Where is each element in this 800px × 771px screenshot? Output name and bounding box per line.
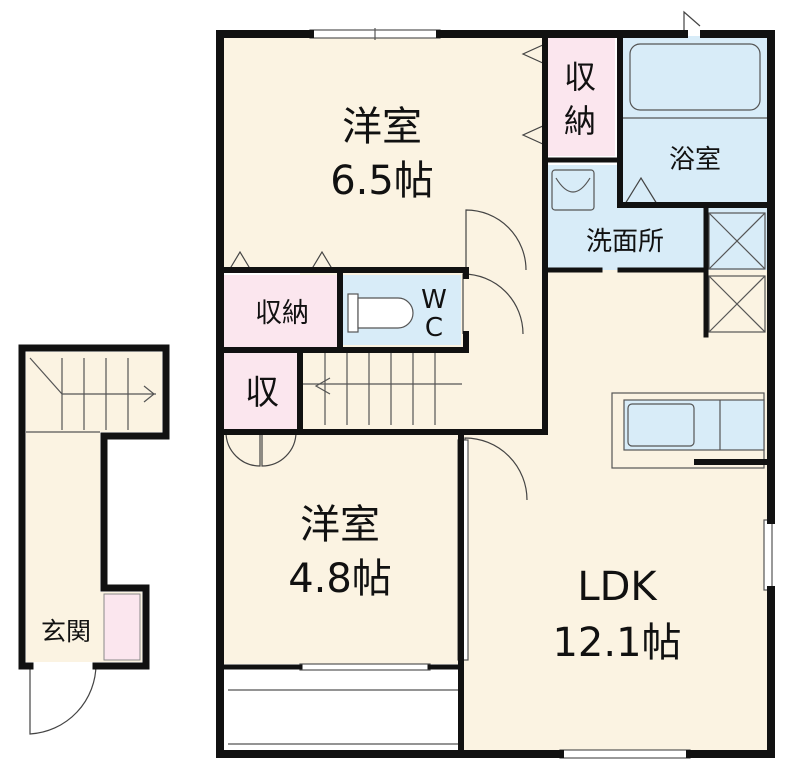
laundry-x-4 <box>708 275 766 333</box>
wall-hall-lower <box>221 267 548 435</box>
washbasin <box>551 169 595 211</box>
kitchen-sink <box>627 403 695 447</box>
toilet-label-w: W <box>421 285 447 315</box>
door-storage-mid-2 <box>309 250 335 273</box>
door-storage-mid-1 <box>227 250 253 273</box>
basin-bowl <box>555 177 591 193</box>
bedroom-lower-size: 4.8帖 <box>288 556 392 602</box>
door-toilet <box>462 273 524 335</box>
toilet-bowl <box>357 297 414 329</box>
entrance-label: 玄関 <box>41 617 91 646</box>
storage-middle-label: 収納 <box>255 298 309 329</box>
laundry-box-1 <box>708 212 766 270</box>
storage-upper-floor <box>547 38 615 156</box>
door-storage-upper-2 <box>521 124 546 146</box>
outer-wall-main <box>216 30 775 758</box>
laundry-x-2 <box>708 212 766 270</box>
wall-toilet <box>337 272 469 353</box>
outer-wall-entrance <box>18 344 170 670</box>
bedroom-lower-name: 洋室 <box>300 502 380 548</box>
door-bathroom <box>624 176 658 205</box>
washroom-label: 洗面所 <box>586 227 664 257</box>
door-entrance <box>29 663 97 735</box>
stair-arrow <box>314 377 331 395</box>
entrance-column-floor <box>26 432 100 592</box>
door-storage-upper-1 <box>521 43 546 65</box>
entry-stair-diag <box>29 357 63 395</box>
bathroom-label: 浴室 <box>669 145 721 175</box>
room-bedroom-lower-floor <box>224 432 461 664</box>
window-ldk-bottom <box>559 749 691 759</box>
balcony-floor <box>224 670 461 752</box>
washroom-floor <box>547 165 707 270</box>
floor-fills <box>26 36 767 752</box>
walls <box>18 30 775 758</box>
room-bedroom-upper-floor <box>224 36 545 270</box>
bedroom-upper-name: 洋室 <box>342 104 422 150</box>
storage-small-floor <box>224 352 302 432</box>
storage-upper-label-1: 収 <box>564 58 596 96</box>
storage-middle-floor <box>224 275 338 347</box>
labels: 洋室 6.5帖 収 納 浴室 洗面所 収納 W C 収 洋室 4.8帖 LDK … <box>41 58 721 666</box>
shoe-box-floor <box>103 593 141 661</box>
bedroom-upper-size: 6.5帖 <box>330 158 434 204</box>
ldk-size: 12.1帖 <box>552 620 681 666</box>
window-ldk-side <box>763 519 773 591</box>
door-roof-access <box>683 10 701 30</box>
laundry-box-2 <box>708 275 766 333</box>
door-closet-left <box>225 431 261 467</box>
stair-floor <box>26 352 162 432</box>
window-bedroom-lower <box>299 663 431 671</box>
door-closet-right <box>261 431 297 467</box>
toilet-label-c: C <box>425 313 443 343</box>
bathtub <box>629 43 761 111</box>
door-bedroom-upper <box>465 209 527 271</box>
toilet-tank <box>347 293 359 333</box>
storage-upper-label-2: 納 <box>564 102 596 140</box>
door-ldk <box>464 437 528 501</box>
storage-small-label: 収 <box>245 373 279 413</box>
entry-stair-arrow <box>143 385 155 403</box>
ldk-name: LDK <box>577 564 658 610</box>
fixtures <box>26 43 767 745</box>
doors <box>29 10 701 735</box>
